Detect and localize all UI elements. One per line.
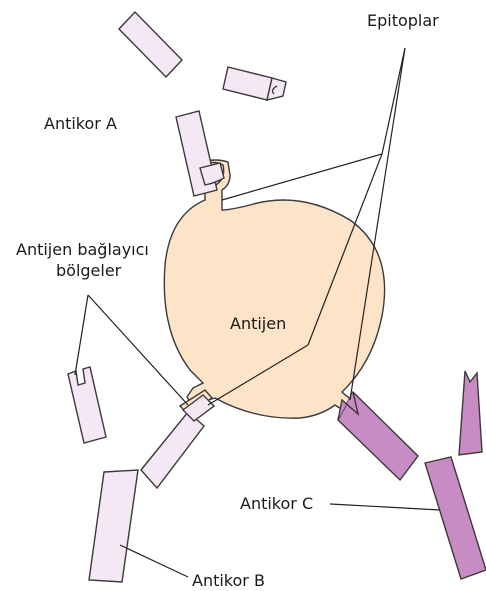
label-binding-regions-line2: bölgeler	[56, 261, 122, 280]
antibody-c-stem	[425, 457, 486, 579]
antigen-body	[164, 160, 384, 418]
antibody-a-arm-top	[119, 12, 182, 77]
antibody-b-arm-right	[141, 412, 204, 488]
epitopes-line-3	[222, 154, 382, 200]
epitopes-line-1	[350, 48, 405, 400]
antibody-b-line	[120, 545, 188, 577]
label-epitopes: Epitoplar	[367, 11, 439, 30]
antibody-a	[119, 12, 286, 196]
epitopes-line-2	[382, 48, 405, 154]
antibody-c-arm-right	[459, 371, 482, 455]
label-antibody-a: Antikor A	[44, 114, 117, 133]
antibody-c	[338, 371, 486, 579]
binding-regions-line-1	[75, 295, 88, 375]
antibody-a-arm-right	[223, 67, 272, 100]
antibody-b-arm-top	[68, 367, 106, 443]
antibody-b-stem	[89, 470, 138, 582]
label-antibody-c: Antikor C	[240, 494, 313, 513]
label-antigen: Antijen	[230, 314, 286, 333]
antigen	[164, 160, 384, 418]
label-antibody-b: Antikor B	[192, 571, 265, 590]
antibody-c-line	[330, 504, 440, 510]
label-binding-regions-line1: Antijen bağlayıcı	[16, 240, 149, 259]
